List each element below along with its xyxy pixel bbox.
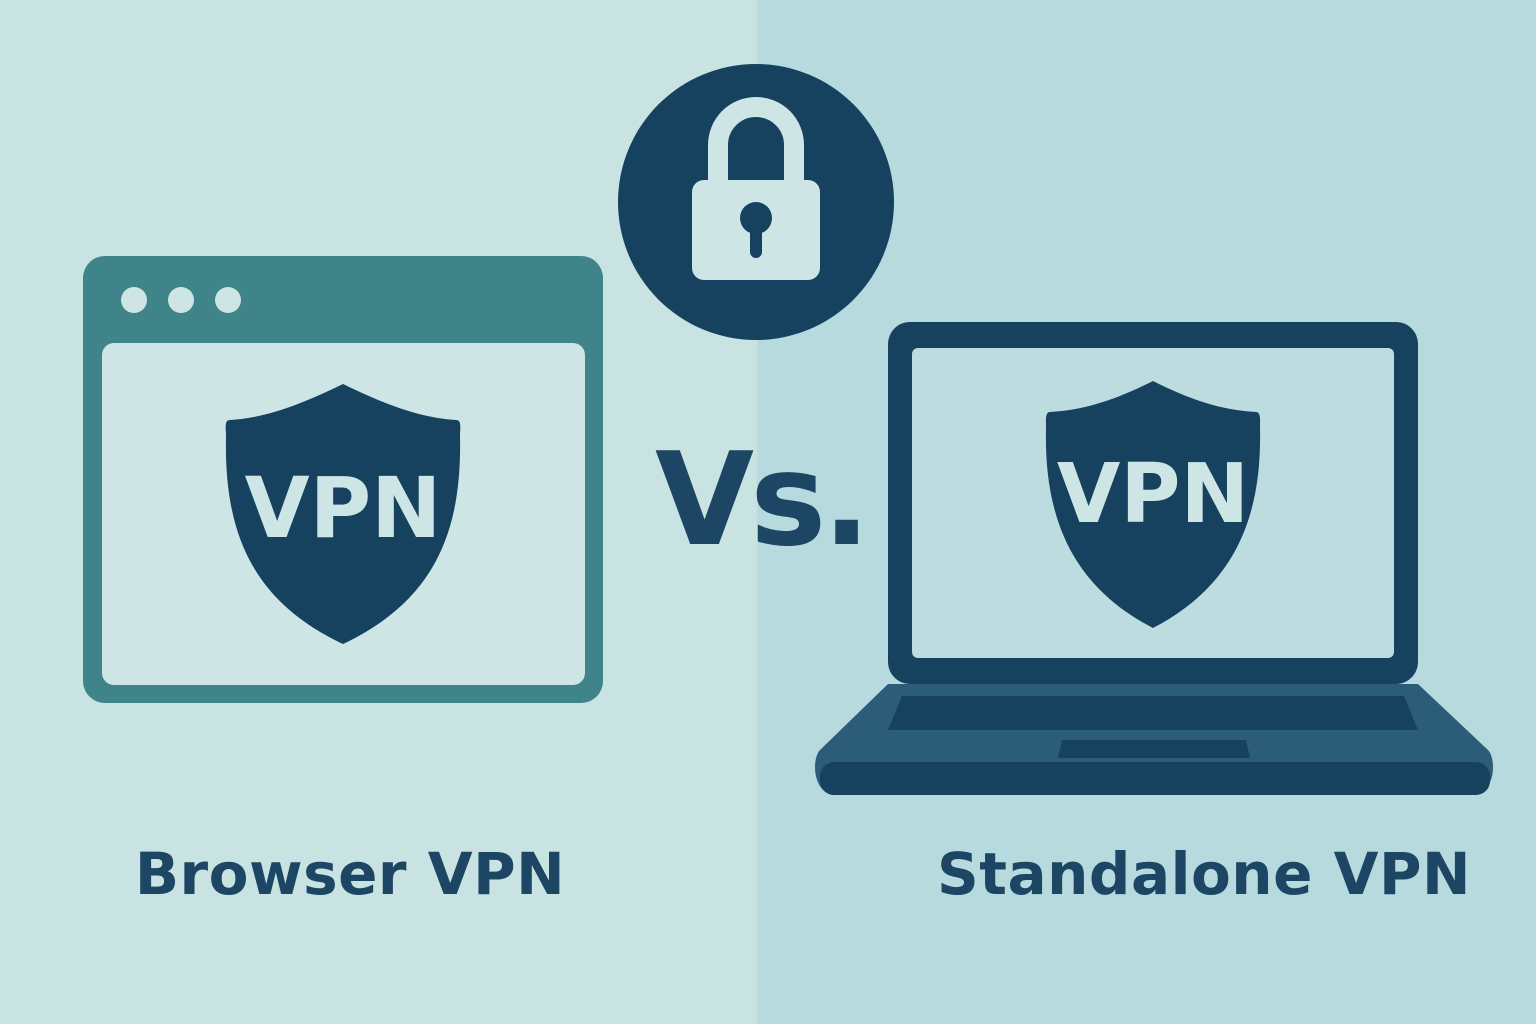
shield-icon: VPN <box>225 384 461 644</box>
padlock-icon <box>618 64 894 340</box>
laptop-icon: VPN <box>815 322 1493 795</box>
shield-icon: VPN <box>1045 381 1261 628</box>
browser-vpn-caption: Browser VPN <box>134 840 566 908</box>
window-dot-icon <box>215 287 241 313</box>
standalone-vpn-caption: Standalone VPN <box>937 840 1472 908</box>
laptop-shield-label: VPN <box>1057 447 1249 542</box>
versus-text: Vs. <box>655 426 871 575</box>
browser-shield-label: VPN <box>245 459 442 557</box>
window-dot-icon <box>168 287 194 313</box>
browser-window-icon: VPN <box>83 256 603 703</box>
window-dot-icon <box>121 287 147 313</box>
